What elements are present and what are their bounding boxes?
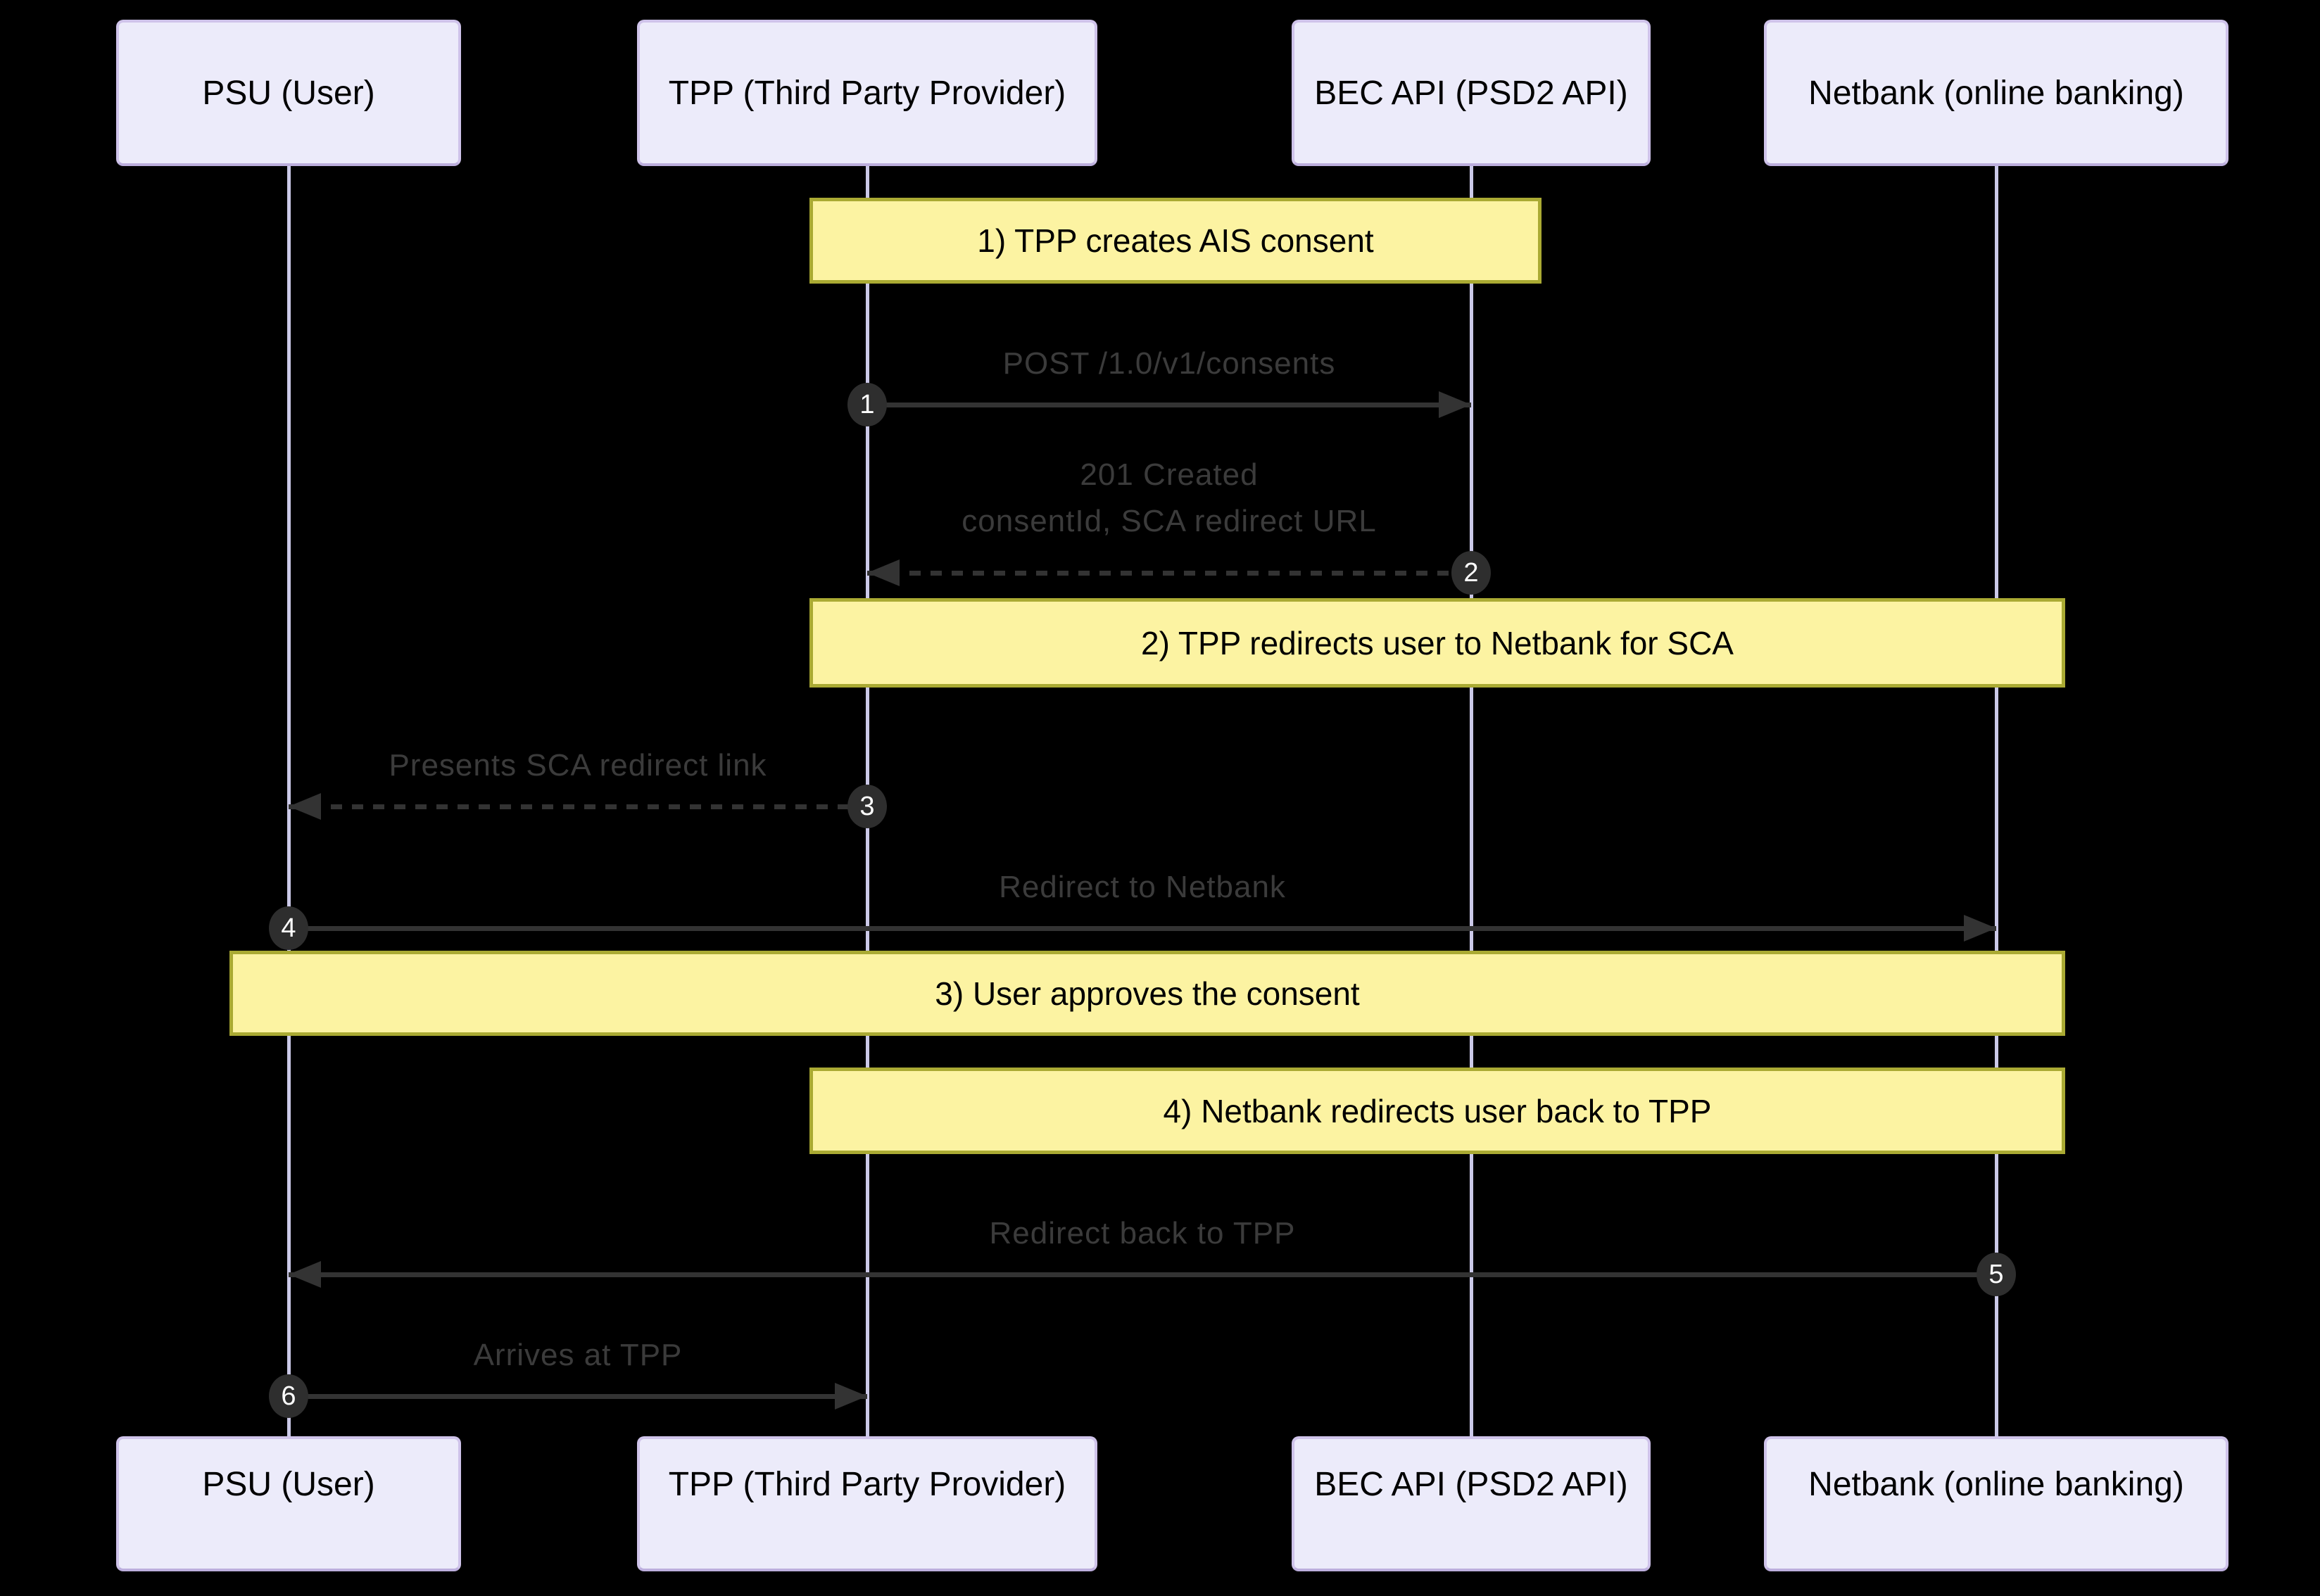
message-5-line	[289, 1272, 1996, 1277]
actor-box-netbank-bottom: Netbank (online banking)	[1764, 1436, 2228, 1571]
message-5-label: Redirect back to TPP	[989, 1216, 1296, 1250]
message-2-arrowhead-icon	[867, 559, 900, 586]
lifeline-netbank	[1995, 166, 1998, 1436]
message-1-label: POST /1.0/v1/consents	[1002, 346, 1336, 381]
message-6-line	[289, 1394, 867, 1399]
message-5-number: 5	[1977, 1253, 2016, 1296]
message-1-line	[867, 403, 1471, 407]
message-5-arrowhead-icon	[289, 1261, 321, 1288]
message-3-number: 3	[847, 785, 887, 828]
message-3-label: Presents SCA redirect link	[389, 748, 767, 783]
actor-label-netbank: Netbank (online banking)	[1808, 1465, 2184, 1503]
message-3-line	[289, 804, 867, 809]
actor-label-psu: PSU (User)	[202, 74, 375, 112]
actor-box-tpp-bottom: TPP (Third Party Provider)	[637, 1436, 1097, 1571]
message-2-label-line1: 201 Created	[1080, 457, 1259, 492]
actor-box-psu-bottom: PSU (User)	[116, 1436, 461, 1571]
message-2-number: 2	[1451, 551, 1491, 595]
actor-label-bec-api: BEC API (PSD2 API)	[1314, 1465, 1628, 1503]
message-4-number: 4	[269, 906, 308, 950]
actor-label-tpp: TPP (Third Party Provider)	[668, 1465, 1066, 1503]
actor-label-bec-api: BEC API (PSD2 API)	[1314, 74, 1628, 112]
message-3-arrowhead-icon	[289, 793, 321, 820]
message-6-number: 6	[269, 1374, 308, 1418]
lifeline-bec-api	[1470, 166, 1473, 1436]
note-label: 1) TPP creates AIS consent	[977, 222, 1374, 259]
message-1-number: 1	[847, 383, 887, 426]
message-4-line	[289, 926, 1996, 931]
note-label: 2) TPP redirects user to Netbank for SCA	[1141, 624, 1734, 661]
message-4-label: Redirect to Netbank	[999, 870, 1286, 904]
note-label: 3) User approves the consent	[935, 975, 1360, 1012]
message-6-label: Arrives at TPP	[473, 1338, 683, 1372]
message-6-arrowhead-icon	[835, 1383, 867, 1410]
message-2-line	[867, 571, 1471, 576]
note-3-user-approves-consent: 3) User approves the consent	[229, 951, 2065, 1036]
actor-box-tpp-top: TPP (Third Party Provider)	[637, 20, 1097, 166]
message-2-label: 201 Created consentId, SCA redirect URL	[867, 452, 1471, 545]
message-4-arrowhead-icon	[1964, 915, 1996, 942]
message-2-label-line2: consentId, SCA redirect URL	[962, 504, 1377, 538]
actor-label-tpp: TPP (Third Party Provider)	[668, 74, 1066, 112]
actor-label-psu: PSU (User)	[202, 1465, 375, 1503]
actor-box-psu-top: PSU (User)	[116, 20, 461, 166]
message-1-arrowhead-icon	[1439, 391, 1471, 418]
actor-box-bec-api-top: BEC API (PSD2 API)	[1292, 20, 1651, 166]
note-2-redirect-to-netbank: 2) TPP redirects user to Netbank for SCA	[809, 598, 2065, 688]
note-4-netbank-redirects-back: 4) Netbank redirects user back to TPP	[809, 1068, 2065, 1154]
actor-box-netbank-top: Netbank (online banking)	[1764, 20, 2228, 166]
note-1-tpp-creates-consent: 1) TPP creates AIS consent	[809, 198, 1542, 284]
actor-label-netbank: Netbank (online banking)	[1808, 74, 2184, 112]
note-label: 4) Netbank redirects user back to TPP	[1163, 1092, 1712, 1129]
actor-box-bec-api-bottom: BEC API (PSD2 API)	[1292, 1436, 1651, 1571]
